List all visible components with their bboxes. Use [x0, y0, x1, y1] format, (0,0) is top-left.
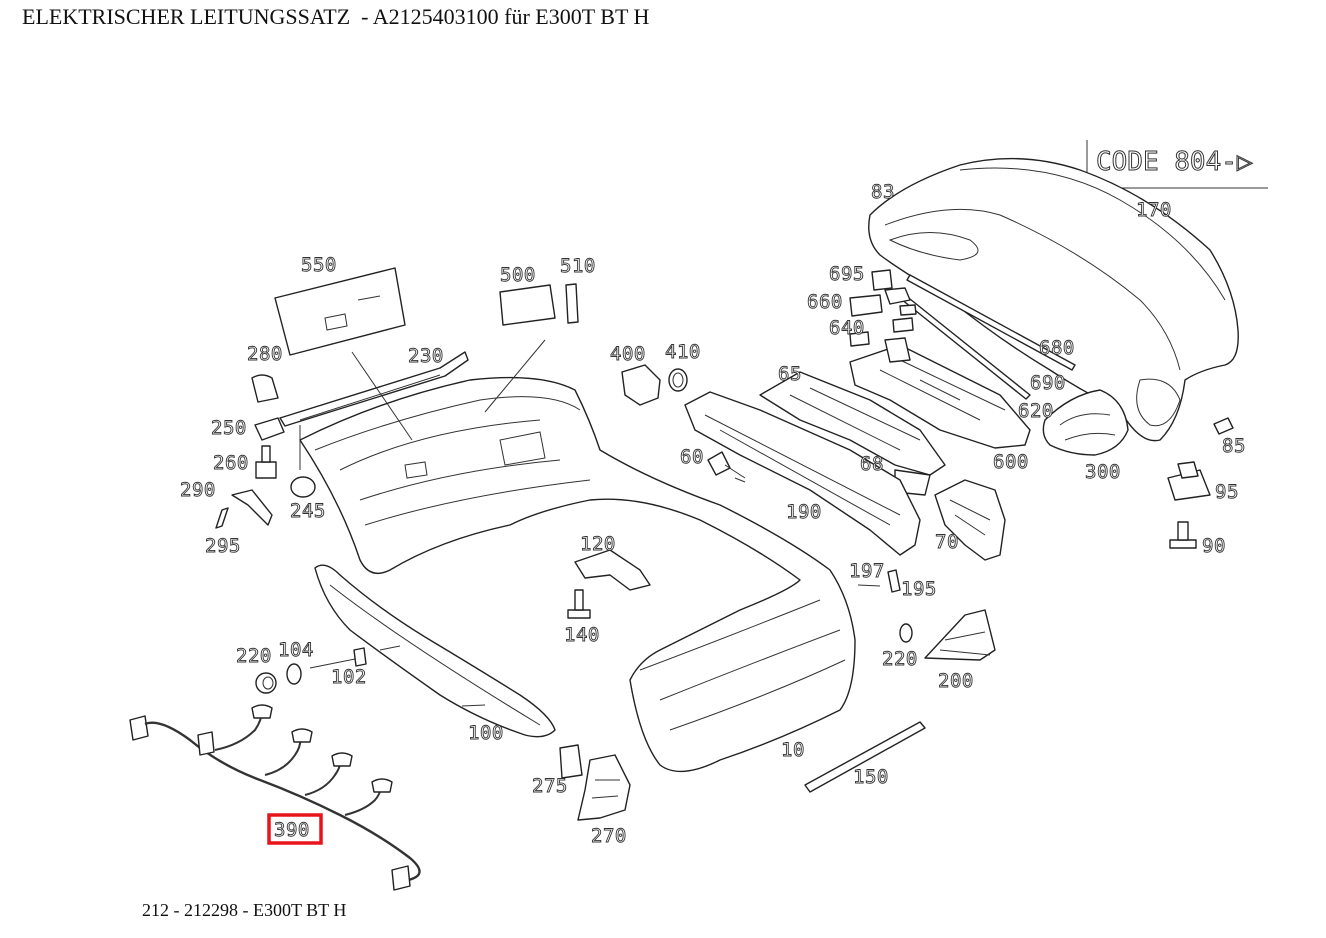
part-695-clip[interactable]	[871, 269, 893, 291]
part-70-bracket[interactable]	[934, 479, 1006, 561]
part-labels: 10 60 65 68 70 83 85 90 95 100 102 104 1…	[180, 181, 1246, 848]
part-290-strip[interactable]	[231, 489, 273, 526]
part-620-600-bracket[interactable]	[849, 337, 1031, 449]
part-95-clip[interactable]	[1167, 461, 1211, 501]
part-245-grommet[interactable]	[290, 476, 316, 498]
label-270[interactable]: 270	[591, 825, 627, 848]
label-275[interactable]: 275	[532, 775, 568, 798]
label-660[interactable]: 660	[807, 291, 843, 314]
label-200[interactable]: 200	[938, 670, 974, 693]
part-280-clip[interactable]	[251, 374, 279, 403]
label-250[interactable]: 250	[211, 417, 247, 440]
part-500-plate[interactable]	[499, 284, 556, 326]
label-300[interactable]: 300	[1085, 461, 1121, 484]
label-195[interactable]: 195	[901, 578, 937, 601]
label-197[interactable]: 197	[849, 560, 885, 583]
label-100[interactable]: 100	[468, 722, 504, 745]
part-220-grommet-left[interactable]	[255, 672, 277, 694]
part-85-cap[interactable]	[1213, 417, 1234, 435]
label-695[interactable]: 695	[829, 263, 865, 286]
part-640-pads[interactable]	[849, 304, 917, 347]
part-100-lower-panel[interactable]	[314, 564, 556, 738]
footer-model-info: 212 - 212298 - E300T BT H	[142, 900, 347, 920]
label-65[interactable]: 65	[778, 363, 802, 386]
part-295-screw[interactable]	[215, 507, 229, 529]
code-804-box: CODE 804-▷	[1086, 140, 1268, 189]
label-390-highlight	[267, 813, 323, 845]
label-85[interactable]: 85	[1222, 435, 1246, 458]
label-680[interactable]: 680	[1039, 337, 1075, 360]
part-120-bracket[interactable]	[574, 549, 651, 591]
part-140-screw[interactable]	[567, 589, 591, 619]
label-220-right[interactable]: 220	[882, 648, 918, 671]
label-104[interactable]: 104	[278, 639, 314, 662]
part-410-ring[interactable]	[668, 368, 688, 392]
label-550[interactable]: 550	[301, 254, 337, 277]
part-275-bracket[interactable]	[559, 744, 583, 779]
part-400-sensor[interactable]	[621, 364, 661, 406]
leader-lines	[299, 339, 746, 707]
label-70[interactable]: 70	[935, 531, 959, 554]
part-60-bracket[interactable]	[707, 451, 746, 479]
part-390-wiring-harness[interactable]	[129, 704, 421, 891]
label-290[interactable]: 290	[180, 479, 216, 502]
page-title: ELEKTRISCHER LEITUNGSSATZ - A2125403100 …	[22, 4, 650, 29]
label-90[interactable]: 90	[1202, 535, 1226, 558]
part-250-nut[interactable]	[254, 417, 285, 441]
part-190-absorber[interactable]	[684, 391, 921, 556]
part-150-strip[interactable]	[804, 721, 926, 793]
part-510-strip[interactable]	[565, 283, 579, 324]
part-680-rod[interactable]	[906, 274, 1076, 371]
part-300-side-panel[interactable]	[1042, 389, 1129, 456]
label-640[interactable]: 640	[829, 317, 865, 340]
part-197-195-clip[interactable]	[857, 569, 901, 593]
part-230-rail[interactable]	[279, 351, 469, 427]
part-220-grommet-right[interactable]	[899, 623, 913, 643]
label-83[interactable]: 83	[871, 181, 895, 204]
part-10-bumper-cover[interactable]	[299, 376, 856, 773]
label-410[interactable]: 410	[665, 341, 701, 364]
part-170-bumper-cover-upper[interactable]	[868, 157, 1239, 442]
label-102[interactable]: 102	[331, 666, 367, 689]
label-280[interactable]: 280	[247, 343, 283, 366]
label-500[interactable]: 500	[500, 264, 536, 287]
part-550-plate[interactable]	[274, 267, 406, 356]
part-270-panel[interactable]	[577, 754, 631, 821]
label-10[interactable]: 10	[781, 739, 805, 762]
label-260[interactable]: 260	[213, 452, 249, 475]
label-140[interactable]: 140	[564, 624, 600, 647]
label-220-left[interactable]: 220	[236, 645, 272, 668]
label-170[interactable]: 170	[1136, 199, 1172, 222]
code-804-text: CODE 804-▷	[1096, 147, 1253, 177]
label-120[interactable]: 120	[580, 533, 616, 556]
label-620[interactable]: 620	[1018, 400, 1054, 423]
label-690[interactable]: 690	[1030, 372, 1066, 395]
label-390[interactable]: 390	[274, 819, 310, 842]
part-102-rod[interactable]	[309, 647, 367, 669]
part-260-screw[interactable]	[255, 445, 277, 479]
label-230[interactable]: 230	[408, 345, 444, 368]
part-660-bracket[interactable]	[849, 287, 911, 317]
part-200-reflector[interactable]	[924, 609, 996, 661]
label-245[interactable]: 245	[290, 500, 326, 523]
label-295[interactable]: 295	[205, 535, 241, 558]
part-104-washer[interactable]	[286, 663, 302, 685]
label-60[interactable]: 60	[680, 446, 704, 469]
part-90-screw[interactable]	[1169, 521, 1197, 549]
label-400[interactable]: 400	[610, 343, 646, 366]
label-190[interactable]: 190	[786, 501, 822, 524]
label-68[interactable]: 68	[860, 453, 884, 476]
label-510[interactable]: 510	[560, 255, 596, 278]
label-150[interactable]: 150	[853, 766, 889, 789]
label-600[interactable]: 600	[993, 451, 1029, 474]
label-95[interactable]: 95	[1215, 481, 1239, 504]
